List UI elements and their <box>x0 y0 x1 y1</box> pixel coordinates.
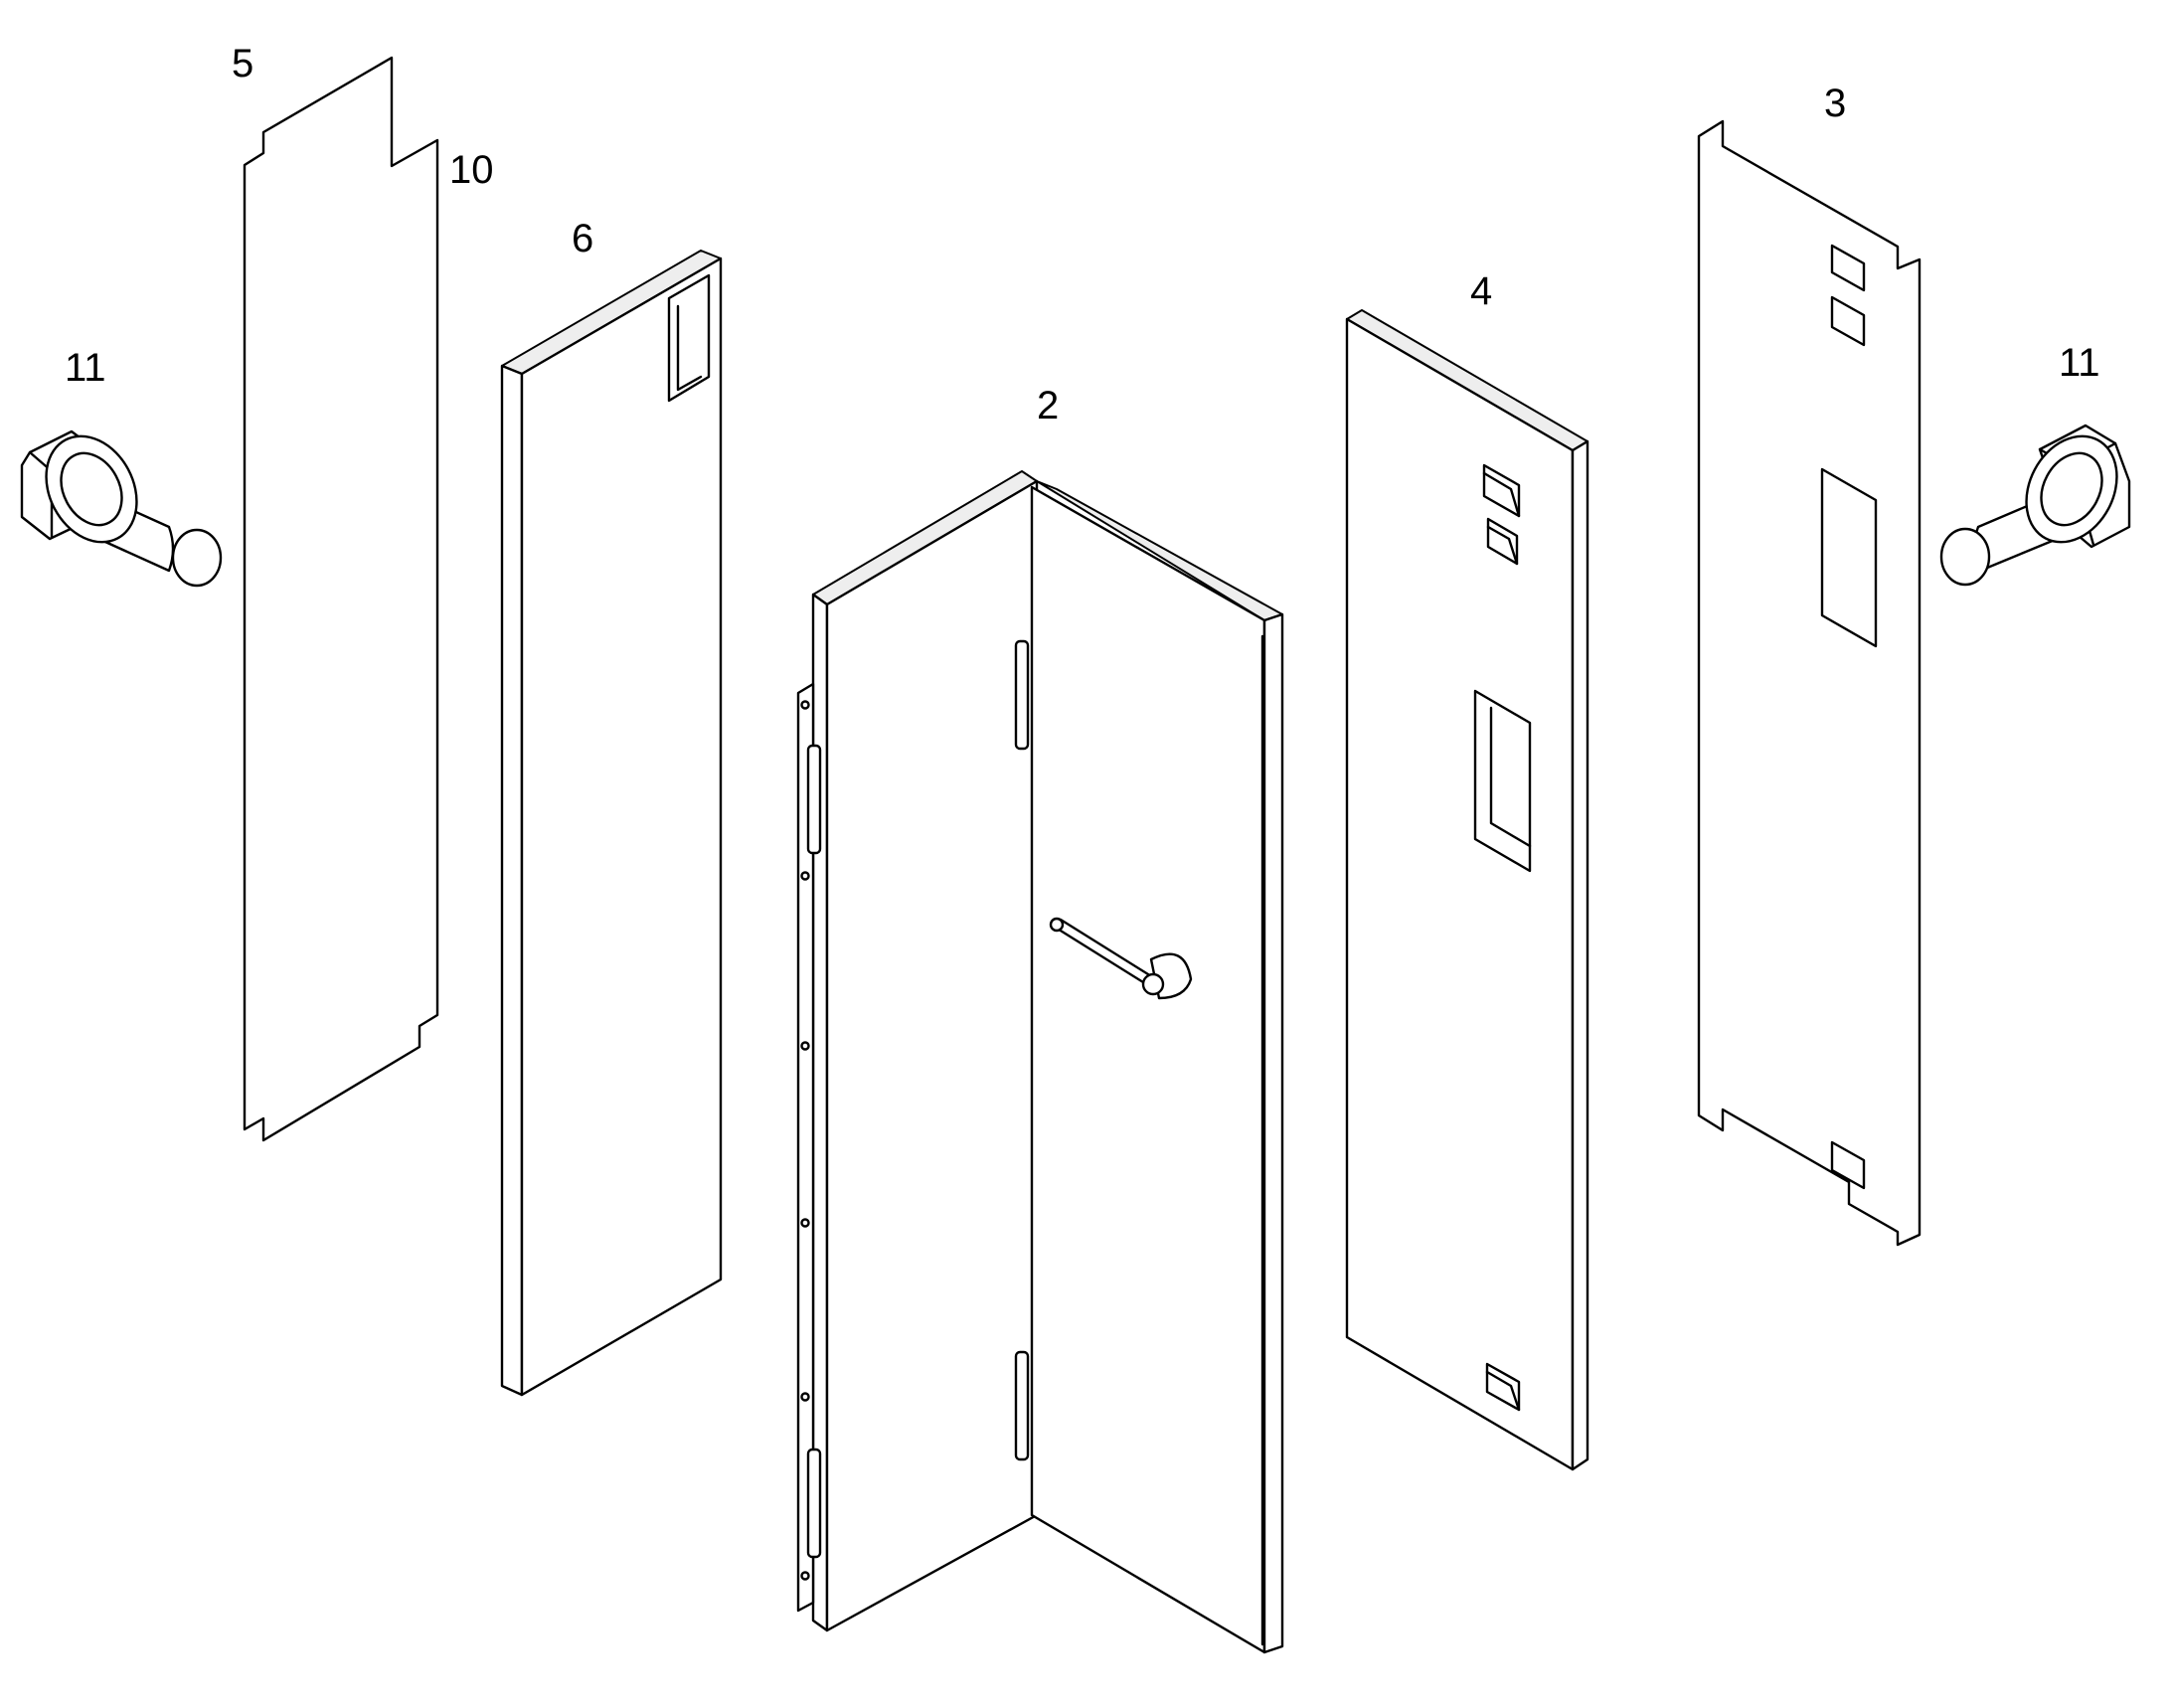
part-5-sheet <box>243 56 439 1142</box>
callout-part-2: 2 <box>1037 384 1060 427</box>
door-latch-rod <box>1049 917 1193 1000</box>
part-4-board <box>1345 309 1589 1471</box>
callout-part-10: 10 <box>449 148 494 192</box>
callout-part-4: 4 <box>1470 269 1493 313</box>
part-6-board <box>500 250 723 1397</box>
door-screw-holes <box>800 700 810 1581</box>
callout-part-11-right: 11 <box>2059 341 2100 385</box>
part-11-left-bolt <box>20 429 223 588</box>
part-11-right-bolt <box>1939 424 2131 587</box>
part-3-sheet <box>1697 119 1922 1247</box>
callout-part-6: 6 <box>572 217 594 260</box>
callout-part-11-left: 11 <box>65 346 106 390</box>
part-2-door-assembly <box>796 470 1284 1654</box>
callout-part-3: 3 <box>1824 82 1847 125</box>
callout-part-5: 5 <box>232 42 254 85</box>
